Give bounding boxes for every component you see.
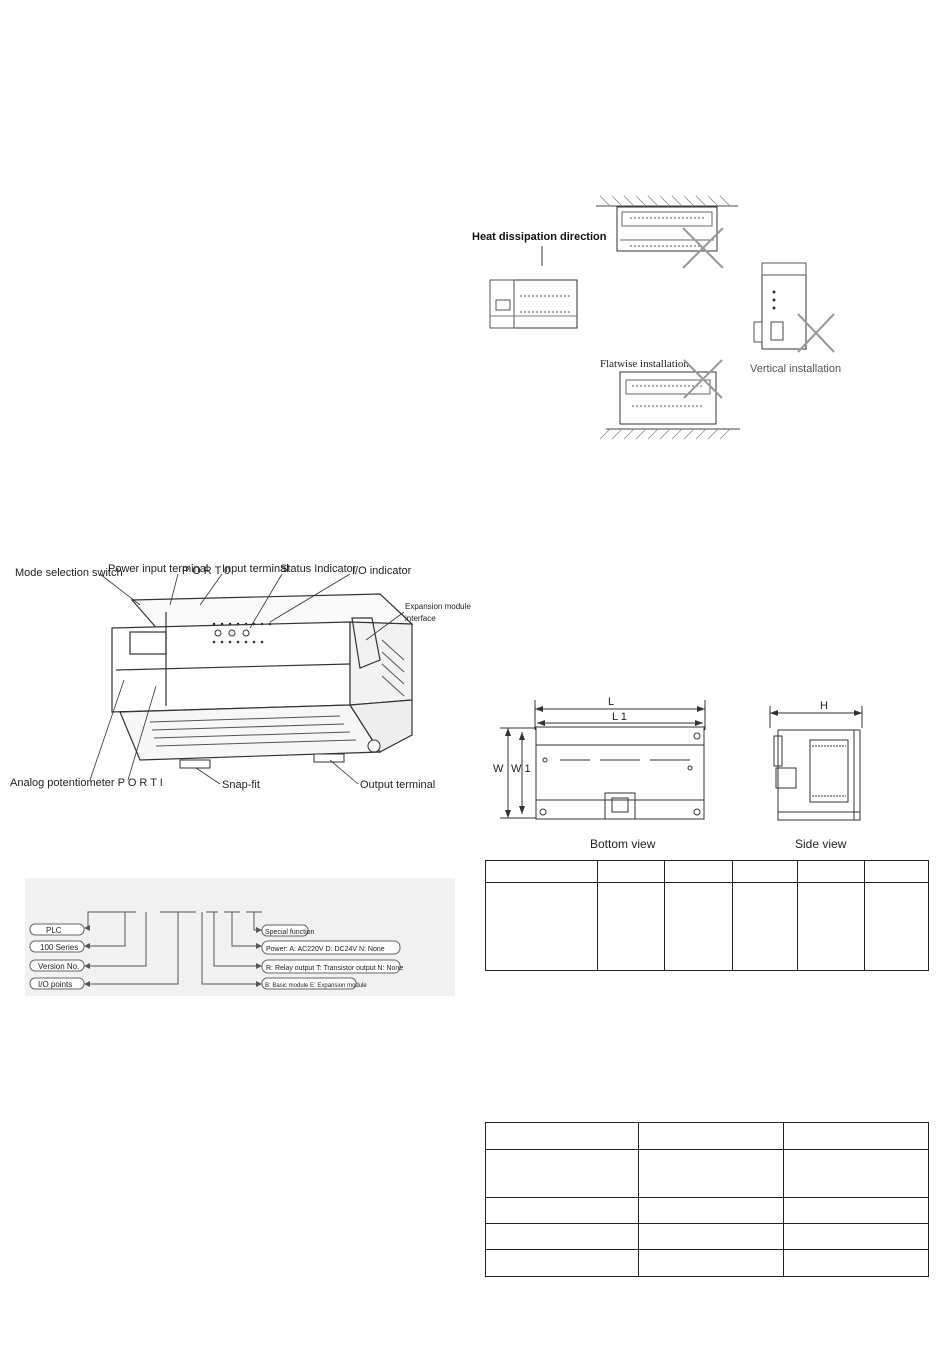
- port0-label: P O R T 0: [182, 565, 230, 577]
- dim-L: L: [608, 696, 614, 708]
- bottom-view-drawing: [535, 726, 705, 820]
- correct-mounted-unit: [489, 279, 578, 329]
- table-cell: [782, 1122, 930, 1150]
- expansion-module-label-1: Expansion module: [405, 602, 471, 611]
- spec-table: [484, 1122, 930, 1277]
- table-cell: [597, 882, 666, 971]
- code-module: B: Basic module E: Expansion module: [265, 983, 367, 989]
- vertical-installation-label: Vertical installation: [750, 363, 841, 375]
- table-cell: [664, 882, 734, 971]
- io-indicator-label: I/O indicator: [352, 565, 412, 577]
- table-cell: [782, 1197, 930, 1224]
- table-cell: [863, 882, 930, 971]
- table-cell: [797, 882, 865, 971]
- model-code-figure: [25, 878, 455, 996]
- output-terminal-label: Output terminal: [360, 779, 435, 791]
- table-cell: [638, 1197, 784, 1224]
- dim-H: H: [820, 700, 828, 712]
- code-io-points: I/O points: [38, 980, 72, 989]
- table-cell: [484, 1149, 640, 1198]
- code-plc: PLC: [46, 926, 62, 935]
- vent-slats: [149, 639, 405, 747]
- bottom-view-label: Bottom view: [590, 837, 656, 851]
- side-view-drawing: [773, 729, 861, 821]
- table-cell: [597, 860, 666, 883]
- heat-dissipation-label: Heat dissipation direction: [472, 231, 607, 243]
- table-cell: [664, 860, 734, 883]
- input-terminal-label: Input terminal: [222, 563, 289, 575]
- plc-body: [111, 593, 414, 761]
- vertical-mounted-unit: [753, 262, 835, 353]
- snap-fit-label: Snap-fit: [222, 779, 260, 791]
- table-cell: [782, 1149, 930, 1198]
- table-cell: [484, 1122, 640, 1150]
- table-cell: [484, 1223, 640, 1250]
- table-cell: [782, 1223, 930, 1250]
- table-cell: [732, 860, 799, 883]
- code-power: Power: A: AC220V D: DC24V N: None: [266, 946, 385, 953]
- dimension-table: [484, 860, 930, 971]
- flatwise-mounted-unit: [599, 359, 740, 440]
- table-cell: [638, 1149, 784, 1198]
- status-indicator-label: Status Indicator: [280, 563, 357, 575]
- dim-W1: W 1: [511, 763, 531, 775]
- dim-L1: L 1: [612, 711, 627, 723]
- table-cell: [732, 882, 799, 971]
- flatwise-installation-label: Flatwise installation: [600, 358, 689, 370]
- ceiling-mounted-unit: [596, 195, 738, 269]
- table-cell: [863, 860, 930, 883]
- led-indicators: [212, 622, 272, 644]
- mode-selection-switch-label: Mode selection switch: [15, 567, 123, 579]
- table-cell: [484, 882, 599, 971]
- code-series: 100 Series: [40, 943, 78, 952]
- leader-lines: [89, 573, 405, 785]
- table-cell: [638, 1223, 784, 1250]
- table-cell: [484, 1197, 640, 1224]
- table-cell: [484, 860, 599, 883]
- table-cell: [797, 860, 865, 883]
- code-special-function: Special function: [265, 929, 315, 936]
- table-cell: [484, 1249, 640, 1277]
- code-version: Version No.: [38, 962, 79, 971]
- analog-potentiometer-label: Analog potentiometer P O R T I: [10, 777, 163, 789]
- expansion-module-label-2: interface: [405, 614, 436, 623]
- table-cell: [638, 1122, 784, 1150]
- table-cell: [782, 1249, 930, 1277]
- side-view-label: Side view: [795, 837, 847, 851]
- table-cell: [638, 1249, 784, 1277]
- dim-W: W: [493, 763, 504, 775]
- power-input-terminal-label: Power input terminal: [108, 563, 208, 575]
- code-output: R: Relay output T: Transistor output N: …: [266, 965, 403, 972]
